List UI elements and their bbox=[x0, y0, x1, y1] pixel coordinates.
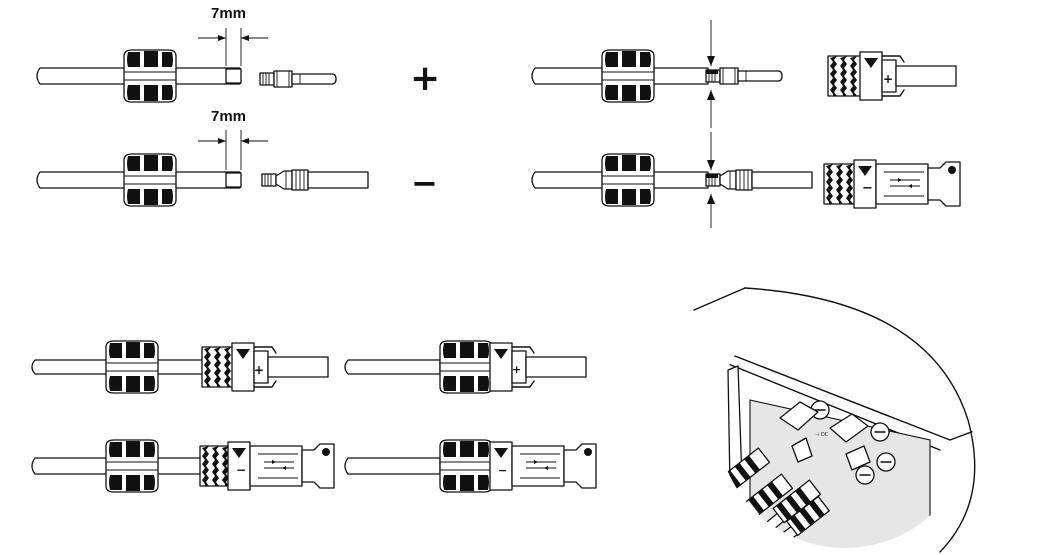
svg-text:⊣ DC: ⊣ DC bbox=[815, 432, 829, 438]
negative-housing: − bbox=[823, 159, 961, 209]
inverter-connection-detail: ⊣ DC bbox=[693, 287, 976, 553]
positive-mark: + bbox=[512, 363, 521, 376]
assembly-positive-loose: + bbox=[31, 340, 329, 394]
inverter-dc-terminals: ⊣ DC bbox=[779, 400, 896, 485]
crimp-step-positive: + bbox=[531, 20, 957, 128]
assembly-negative-tight: − bbox=[344, 439, 597, 493]
positive-mark: + bbox=[883, 72, 893, 86]
positive-housing: + bbox=[827, 51, 957, 101]
stripped-wire bbox=[225, 172, 242, 188]
cap-nut bbox=[123, 49, 177, 103]
negative-mark: − bbox=[862, 181, 873, 196]
negative-mark: − bbox=[236, 463, 246, 477]
stripped-wire bbox=[225, 68, 242, 84]
cap-nut bbox=[601, 49, 655, 103]
cap-nut bbox=[601, 153, 655, 207]
strip-step-negative: 7mm bbox=[36, 108, 369, 207]
crimp-step-negative: − bbox=[531, 132, 961, 228]
assembly-positive-tight: + bbox=[344, 340, 587, 394]
assembly-negative-loose: − bbox=[31, 439, 335, 493]
negative-mark: − bbox=[498, 464, 507, 477]
positive-sign: + bbox=[410, 58, 440, 99]
female-contact bbox=[705, 169, 813, 191]
male-contact bbox=[259, 70, 337, 88]
cap-nut bbox=[123, 153, 177, 207]
positive-mark: + bbox=[254, 363, 264, 377]
strip-length-label: 7mm bbox=[211, 108, 246, 125]
strip-length-label: 7mm bbox=[211, 5, 246, 22]
strip-step-positive: 7mm bbox=[36, 5, 337, 103]
female-contact bbox=[261, 169, 369, 191]
negative-sign: − bbox=[411, 164, 438, 202]
